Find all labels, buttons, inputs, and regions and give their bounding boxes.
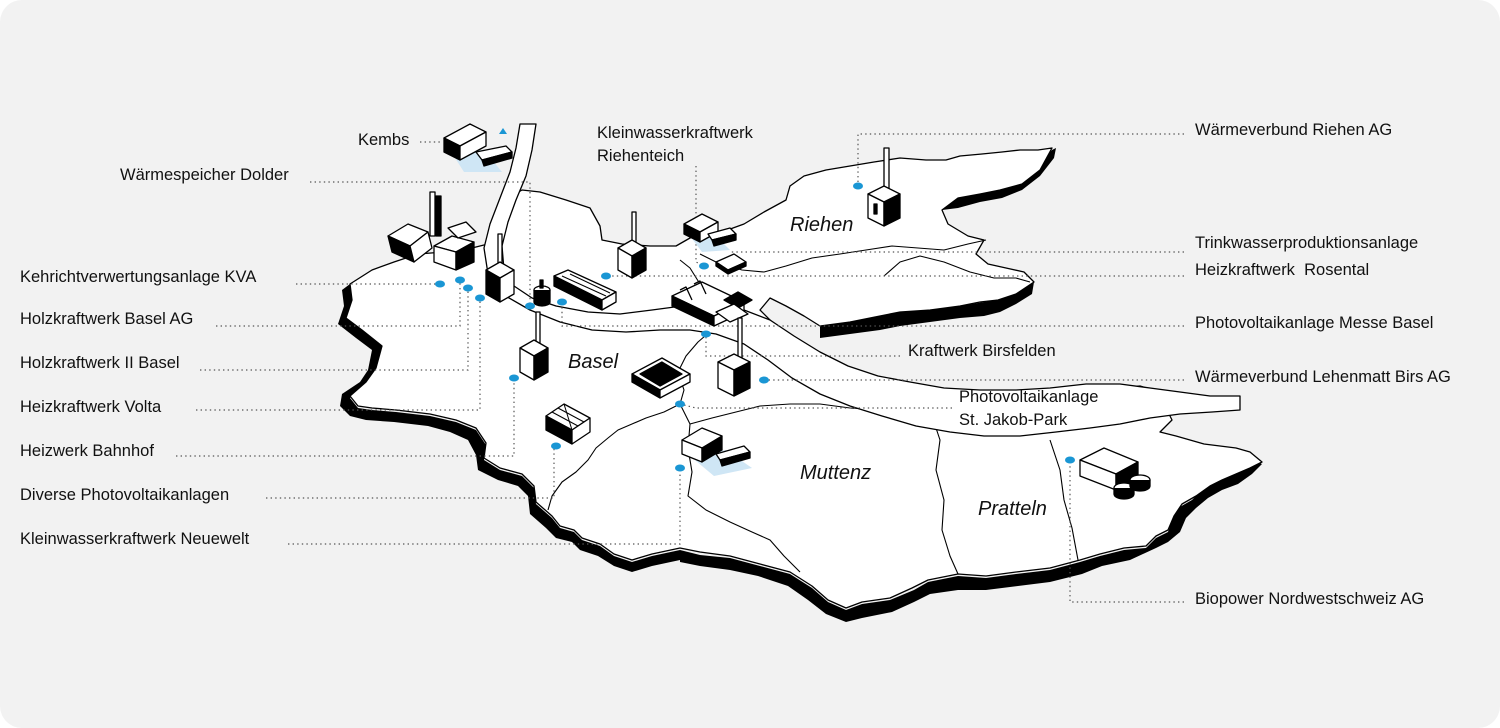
diverse-pv-icon <box>545 403 591 445</box>
label-kembs: Kembs <box>358 131 410 149</box>
location-markers <box>435 182 1075 472</box>
leader-biopower <box>1069 460 1184 603</box>
marker-bahnhof <box>509 374 519 382</box>
rhine-river <box>483 123 1241 437</box>
place-riehen: Riehen <box>790 214 854 236</box>
messe-pv-icon <box>553 269 617 311</box>
leader-holzkraftwerk-ii <box>200 288 469 371</box>
volta-icon <box>519 311 549 381</box>
label-kehrichtverwertungsanlage-kva: Kehrichtverwertungsanlage KVA <box>20 268 257 286</box>
marker-volta <box>475 294 485 302</box>
marker-messe <box>557 298 567 306</box>
riehenteich-tower-icon <box>617 211 647 279</box>
holzkraftwerk-icon <box>485 233 515 303</box>
kva-icon <box>387 191 477 271</box>
extrusion-riehen <box>820 148 1056 338</box>
label-photovoltaikanlage-st-jakob-park: Photovoltaikanlage St. Jakob-Park <box>959 388 1099 429</box>
place-muttenz: Muttenz <box>800 462 872 484</box>
label-kraftwerk-birsfelden: Kraftwerk Birsfelden <box>908 342 1056 360</box>
label-waermeverbund-riehen-ag: Wärmeverbund Riehen AG <box>1195 121 1393 139</box>
leader-st-jakob <box>679 403 952 409</box>
boundary-riehen-inner <box>883 255 1031 283</box>
marker-rosental <box>601 272 611 280</box>
leader-holzkraftwerk-basel <box>216 282 461 327</box>
neuewelt-icon <box>681 427 752 476</box>
place-basel: Basel <box>568 351 619 373</box>
trinkwasser-icon <box>715 253 747 275</box>
label-diverse-photovoltaikanlagen: Diverse Photovoltaikanlagen <box>20 486 230 504</box>
marker-diverse-pv <box>551 442 561 450</box>
marker-biopower <box>1065 456 1075 464</box>
marker-kva <box>435 280 445 288</box>
marker-riehen-ag <box>853 182 863 190</box>
label-waermeverbund-lehenmatt-birs-ag: Wärmeverbund Lehenmatt Birs AG <box>1195 368 1451 386</box>
extrusion-south <box>680 460 1262 622</box>
place-pratteln: Pratteln <box>978 498 1047 520</box>
marker-lehenmatt <box>759 376 769 384</box>
riehenteich-hydro-icon <box>683 213 737 252</box>
leader-birsfelden <box>705 334 900 357</box>
boundary-pratteln-east <box>1049 439 1079 561</box>
leader-diverse-pv <box>266 446 555 499</box>
biopower-icon <box>1079 447 1151 500</box>
label-kleinwasserkraftwerk-riehenteich: Kleinwasserkraftwerk Riehenteich <box>597 124 753 165</box>
label-holzkraftwerk-ii-basel: Holzkraftwerk II Basel <box>20 354 180 372</box>
marker-neuewelt <box>675 464 685 472</box>
facilities <box>387 123 1151 500</box>
marker-birsfelden <box>701 330 711 338</box>
boundary-muttenz-pratteln <box>931 415 959 575</box>
label-waermespeicher-dolder: Wärmespeicher Dolder <box>120 166 289 184</box>
label-holzkraftwerk-basel-ag: Holzkraftwerk Basel AG <box>20 310 194 328</box>
leader-messe <box>561 302 1184 327</box>
label-heizkraftwerk-rosental: Heizkraftwerk Rosental <box>1195 261 1370 279</box>
waermespeicher-icon <box>533 279 551 307</box>
land-extrusion <box>338 148 1262 622</box>
birsfelden-icon <box>671 280 753 327</box>
label-photovoltaikanlage-messe-basel: Photovoltaikanlage Messe Basel <box>1195 314 1434 332</box>
label-heizkraftwerk-volta: Heizkraftwerk Volta <box>20 398 162 416</box>
label-heizwerk-bahnhof: Heizwerk Bahnhof <box>20 442 154 460</box>
kembs-icon <box>443 123 513 172</box>
marker-st-jakob <box>675 400 685 408</box>
marker-holzkraftwerk-ii <box>463 284 473 292</box>
boundary-riehen-south <box>699 239 987 273</box>
river-bank <box>483 123 1241 437</box>
leader-neuewelt <box>288 468 681 545</box>
label-biopower-nordwestschweiz-ag: Biopower Nordwestschweiz AG <box>1195 590 1425 608</box>
label-trinkwasserproduktionsanlage: Trinkwasserproduktionsanlage <box>1195 234 1419 252</box>
lehenmatt-icon <box>717 317 751 397</box>
marker-waermespeicher <box>525 302 535 310</box>
st-jakob-icon <box>631 357 691 399</box>
marker-holzkraftwerk-basel <box>455 276 465 284</box>
marker-riehenteich <box>699 262 709 270</box>
riehen-ag-icon <box>867 147 901 227</box>
label-kleinwasserkraftwerk-neuewelt: Kleinwasserkraftwerk Neuewelt <box>20 530 250 548</box>
